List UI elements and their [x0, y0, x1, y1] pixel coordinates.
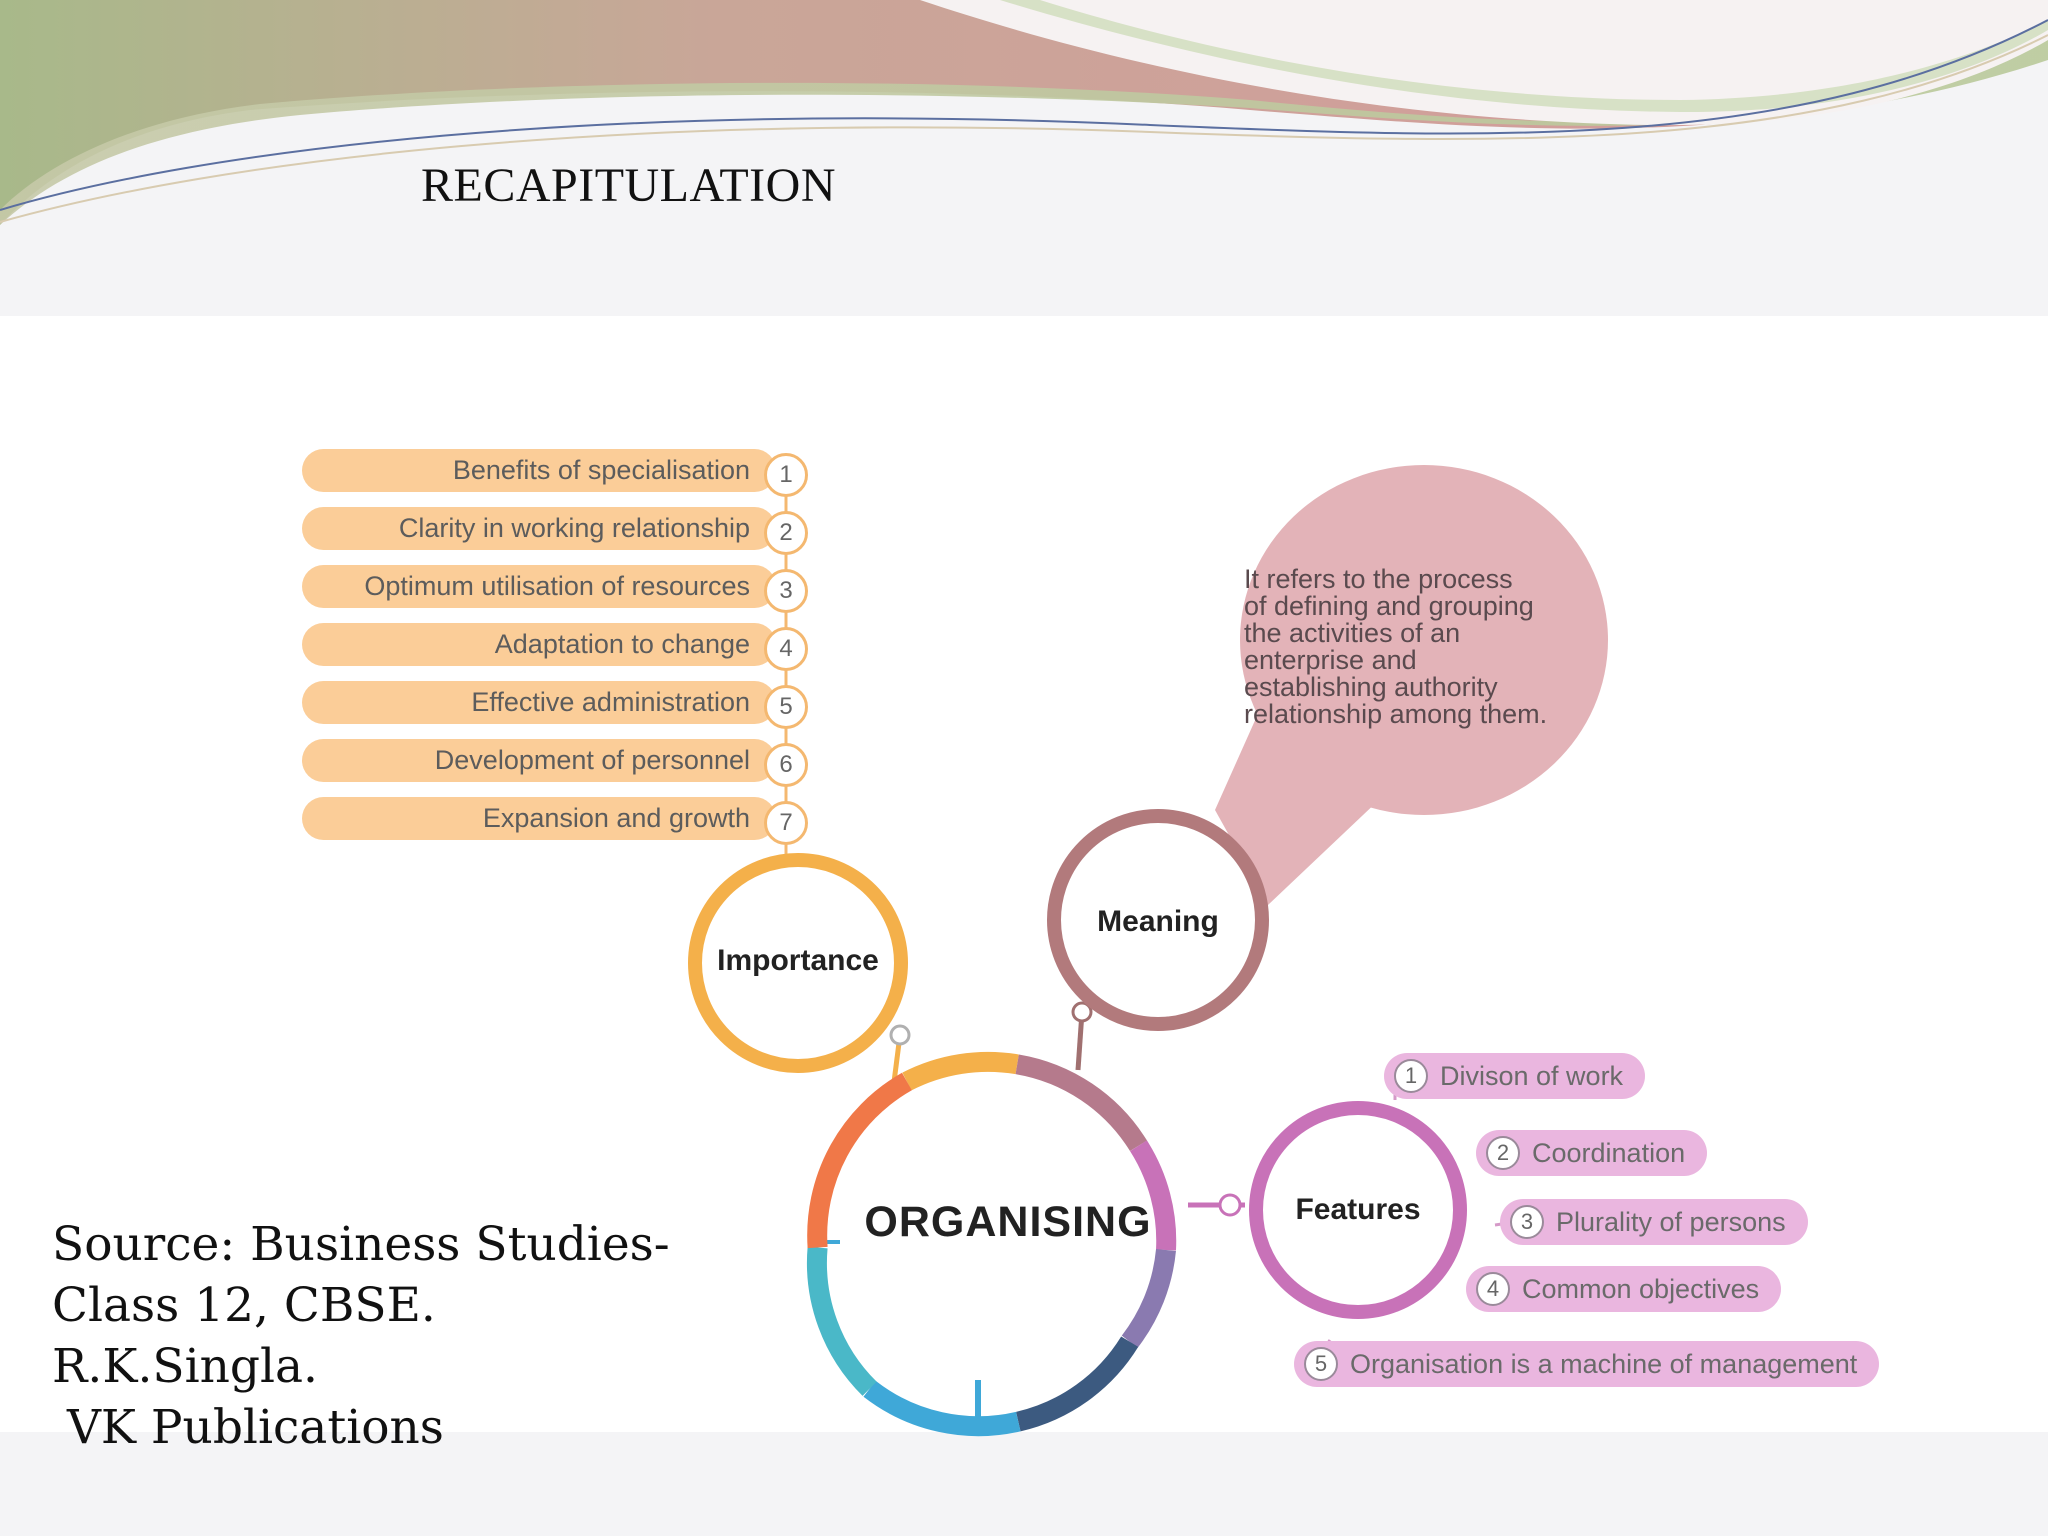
- organising-center-label: ORGANISING: [864, 1198, 1152, 1246]
- source-line: VK Publications: [52, 1400, 444, 1455]
- features-item-5: 5 Organisation is a machine of managemen…: [1294, 1341, 1880, 1387]
- importance-connector-dot: [889, 1024, 911, 1046]
- features-item-2: 2 Coordination: [1476, 1130, 1708, 1176]
- features-connector-dot: [1218, 1193, 1242, 1217]
- importance-number-7: 7: [764, 801, 808, 845]
- importance-item-2: Clarity in working relationship: [302, 507, 776, 550]
- meaning-line: enterprise and: [1244, 645, 1417, 675]
- meaning-node: [1047, 809, 1269, 1031]
- meaning-definition: It refers to the process of defining and…: [1244, 566, 1584, 728]
- features-number-2: 2: [1486, 1136, 1520, 1170]
- features-item-4: 4 Common objectives: [1466, 1266, 1782, 1312]
- importance-item-3: Optimum utilisation of resources: [302, 565, 776, 608]
- features-label: Features: [1295, 1193, 1421, 1226]
- meaning-line: It refers to the process: [1244, 564, 1513, 594]
- importance-label: Importance: [717, 944, 879, 977]
- features-number-4: 4: [1476, 1272, 1510, 1306]
- importance-number-2: 2: [764, 511, 808, 555]
- meaning-line: relationship among them.: [1244, 699, 1548, 729]
- meaning-line: of defining and grouping: [1244, 591, 1534, 621]
- features-number-5: 5: [1304, 1347, 1338, 1381]
- importance-item-4: Adaptation to change: [302, 623, 776, 666]
- meaning-connector-dot: [1071, 1001, 1093, 1023]
- slide-title: RECAPITULATION: [421, 159, 836, 212]
- importance-number-5: 5: [764, 685, 808, 729]
- meaning-line: the activities of an: [1244, 618, 1461, 648]
- importance-number-6: 6: [764, 743, 808, 787]
- meaning-bubble: [1215, 465, 1608, 905]
- features-number-3: 3: [1510, 1205, 1544, 1239]
- source-line: Source: Business Studies-: [52, 1217, 670, 1272]
- organising-center-ring: [807, 1051, 1177, 1437]
- source-citation: Source: Business Studies- Class 12, CBSE…: [52, 1214, 670, 1458]
- header-wave-decoration: [0, 0, 2048, 320]
- features-item-3: 3 Plurality of persons: [1500, 1199, 1808, 1245]
- importance-node: [688, 853, 908, 1073]
- features-item-1: 1 Divison of work: [1384, 1053, 1646, 1099]
- importance-number-1: 1: [764, 453, 808, 497]
- diagram-panel: [0, 316, 2048, 1432]
- importance-item-7: Expansion and growth: [302, 797, 776, 840]
- importance-number-3: 3: [764, 569, 808, 613]
- meaning-label: Meaning: [1097, 905, 1219, 938]
- source-line: R.K.Singla.: [52, 1339, 318, 1394]
- meaning-line: establishing authority: [1244, 672, 1498, 702]
- features-node: [1249, 1101, 1467, 1319]
- source-line: Class 12, CBSE.: [52, 1278, 436, 1333]
- importance-item-1: Benefits of specialisation: [302, 449, 776, 492]
- importance-item-6: Development of personnel: [302, 739, 776, 782]
- features-number-1: 1: [1394, 1059, 1428, 1093]
- importance-item-5: Effective administration: [302, 681, 776, 724]
- importance-number-4: 4: [764, 627, 808, 671]
